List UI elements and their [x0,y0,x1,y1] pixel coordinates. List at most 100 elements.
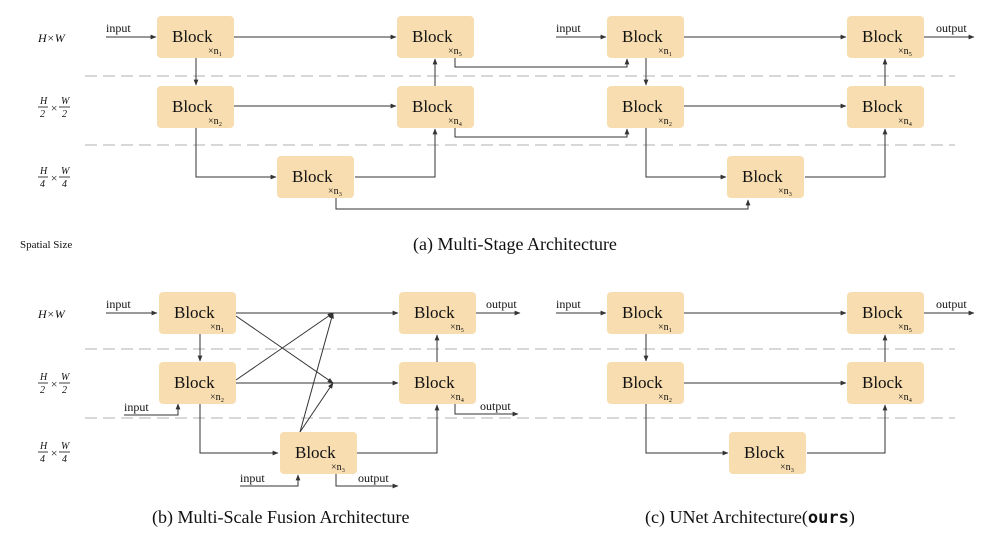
svg-text:Block: Block [622,97,663,116]
svg-text:W: W [61,372,71,383]
svg-text:×n₁: ×n₁ [658,322,672,333]
svg-text:W: W [61,96,71,107]
svg-text:Block: Block [862,373,903,392]
svg-text:Block: Block [414,303,455,322]
svg-text:4: 4 [62,179,67,190]
svg-text:4: 4 [62,454,67,465]
svg-text:H: H [39,441,48,452]
block: Block ×n₅ [847,292,924,334]
svg-text:input: input [106,297,131,311]
svg-text:×: × [50,377,58,391]
svg-text:×n₂: ×n₂ [658,116,672,127]
block: Block ×n₄ [397,86,474,128]
svg-text:output: output [936,297,967,311]
svg-text:Block: Block [412,97,453,116]
block: Block ×n₂ [607,362,684,404]
block: Block ×n₅ [397,16,474,58]
block: Block ×n₅ [399,292,476,334]
svg-text:H: H [39,166,48,177]
svg-text:Block: Block [174,303,215,322]
row-labels-top: H×W H 2 × W 2 H 4 × W 4 Spatial Size [20,31,72,251]
svg-text:×: × [50,101,58,115]
caption-c: (c) UNet Architecture(ours) [645,507,855,528]
svg-text:×n₂: ×n₂ [210,392,224,403]
block: Block ×n₄ [399,362,476,404]
svg-text:Block: Block [172,27,213,46]
svg-text:H: H [39,372,48,383]
spatial-size-label: Spatial Size [20,239,72,251]
row-label-full: H×W [37,31,66,45]
svg-text:input: input [124,400,149,414]
svg-text:2: 2 [62,109,67,120]
svg-text:Block: Block [622,373,663,392]
block: Block ×n₃ [727,156,804,198]
svg-text:W: W [61,166,71,177]
svg-text:×n₁: ×n₁ [208,46,222,57]
block: Block ×n₁ [157,16,234,58]
block: Block ×n₂ [157,86,234,128]
svg-text:×n₁: ×n₁ [658,46,672,57]
block: Block ×n₂ [607,86,684,128]
fusion-connectors: input input input output output output [106,297,521,489]
svg-text:×n₃: ×n₃ [331,462,345,473]
svg-text:Block: Block [292,167,333,186]
svg-text:×n₃: ×n₃ [778,186,792,197]
svg-text:H×W: H×W [37,307,66,321]
block: Block ×n₅ [847,16,924,58]
diagram-multi-stage: input input output Block ×n [106,16,975,255]
svg-text:output: output [486,297,517,311]
row-label-quarter: H 4 × W 4 [38,166,71,190]
svg-text:H: H [39,96,48,107]
svg-text:×n₂: ×n₂ [658,392,672,403]
svg-text:×: × [50,446,58,460]
svg-text:×n₃: ×n₃ [780,462,794,473]
block: Block ×n₁ [607,16,684,58]
svg-text:Block: Block [862,303,903,322]
svg-text:output: output [936,21,967,35]
row-label-half: H 2 × W 2 [38,96,71,120]
svg-text:Block: Block [414,373,455,392]
svg-text:Block: Block [862,27,903,46]
svg-text:×n₁: ×n₁ [210,322,224,333]
multi-stage-connectors: input input output [106,21,975,210]
svg-text:×n₅: ×n₅ [450,322,464,333]
svg-text:2: 2 [40,385,45,396]
svg-text:×n₂: ×n₂ [208,116,222,127]
svg-text:2: 2 [62,385,67,396]
svg-text:Block: Block [862,97,903,116]
svg-text:Block: Block [412,27,453,46]
svg-text:Block: Block [622,303,663,322]
block: Block ×n₃ [280,432,357,474]
svg-text:4: 4 [40,179,45,190]
svg-text:Block: Block [172,97,213,116]
svg-text:Block: Block [744,443,785,462]
svg-text:input: input [556,297,581,311]
svg-text:Block: Block [295,443,336,462]
block: Block ×n₄ [847,362,924,404]
row-labels-bottom: H×W H 2 × W 2 H 4 × W 4 [37,307,71,465]
svg-text:input: input [106,21,131,35]
svg-text:input: input [556,21,581,35]
svg-text:output: output [480,399,511,413]
svg-text:Block: Block [622,27,663,46]
svg-text:×: × [50,171,58,185]
svg-text:Block: Block [174,373,215,392]
block: Block ×n₁ [607,292,684,334]
svg-text:×n₅: ×n₅ [898,322,912,333]
svg-text:×n₃: ×n₃ [328,186,342,197]
svg-text:W: W [61,441,71,452]
svg-text:input: input [240,471,265,485]
diagram-unet: input output Block ×n₁ Block ×n₅ Block ×… [556,292,975,528]
caption-a: (a) Multi-Stage Architecture [413,234,617,255]
caption-b: (b) Multi-Scale Fusion Architecture [152,507,409,528]
block: Block ×n₄ [847,86,924,128]
svg-text:output: output [358,471,389,485]
svg-text:Block: Block [742,167,783,186]
svg-text:×n₄: ×n₄ [448,116,463,127]
block: Block ×n₃ [729,432,806,474]
diagram-multi-scale-fusion: input input input output output output [106,292,521,528]
svg-text:2: 2 [40,109,45,120]
block: Block ×n₁ [159,292,236,334]
svg-text:4: 4 [40,454,45,465]
